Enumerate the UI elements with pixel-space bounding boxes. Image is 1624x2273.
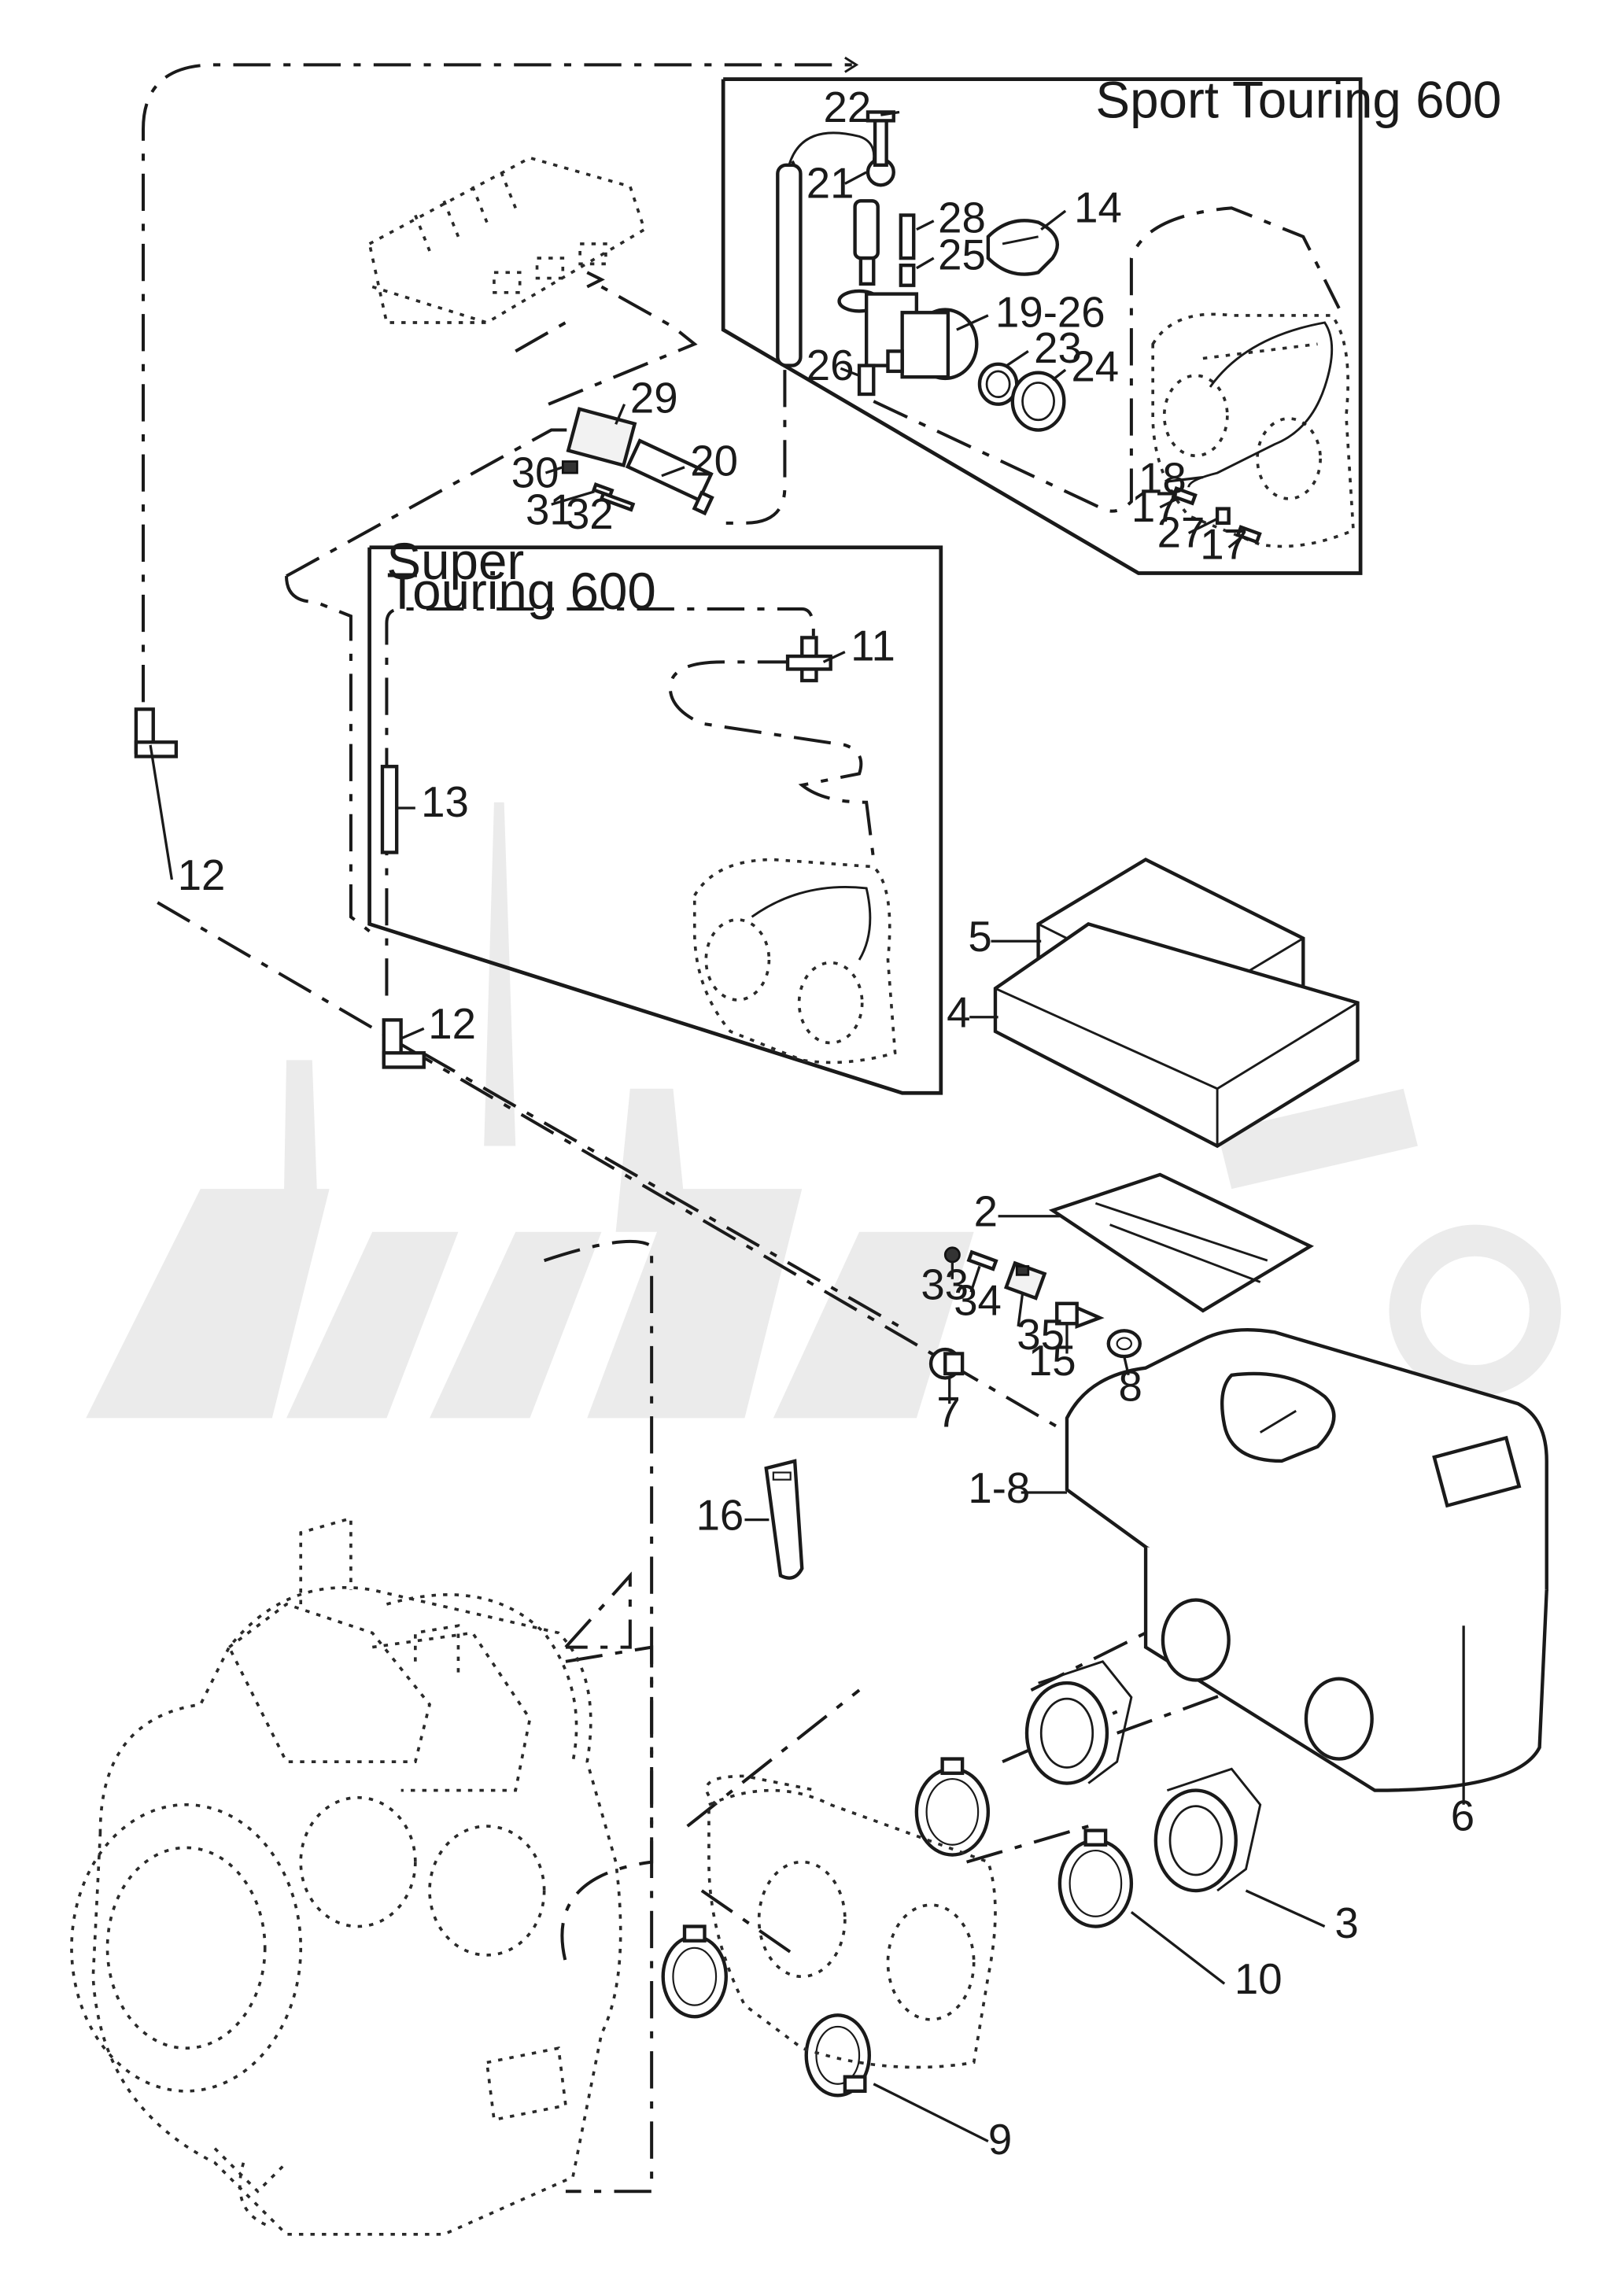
valve-assembly-19-26 — [837, 289, 979, 397]
callout-9: 9 — [988, 2116, 1012, 2164]
ecu-box-sketch — [367, 156, 647, 324]
pin-28-25 — [899, 213, 916, 287]
callout-18: 18 — [1139, 455, 1187, 503]
callout-2: 2 — [974, 1187, 998, 1235]
callout-12a: 12 — [178, 851, 226, 899]
callout-30: 30 — [511, 448, 559, 496]
spark-plug-cap-wire — [776, 131, 895, 367]
callout-13: 13 — [421, 778, 469, 826]
boot-3a — [1024, 1660, 1133, 1785]
clamp-10b — [1057, 1828, 1134, 1928]
callout-leaders — [149, 110, 1465, 2142]
super-engine-sketch — [692, 858, 897, 1065]
callout-4: 4 — [947, 988, 970, 1036]
callout-31: 31 — [526, 486, 574, 534]
plate-2 — [1048, 1172, 1315, 1313]
callout-8: 8 — [1119, 1363, 1142, 1411]
super-touring-frame — [367, 545, 943, 1095]
callout-19-26: 19-26 — [995, 288, 1105, 336]
clamp-9a — [661, 1924, 728, 2019]
elbow-12a — [134, 707, 179, 758]
connector-30-31-32 — [561, 460, 636, 512]
callout-5: 5 — [968, 913, 991, 961]
clamp-10a — [914, 1757, 991, 1857]
callout-1-8: 1-8 — [968, 1464, 1030, 1512]
callout-10: 10 — [1235, 1955, 1283, 2003]
sensor-29-20 — [566, 407, 714, 516]
sport-engine-sketch — [1151, 312, 1355, 548]
hose-13 — [380, 765, 399, 854]
sport-touring-title: Sport Touring 600 — [1095, 72, 1501, 129]
callout-34: 34 — [954, 1276, 1002, 1324]
filter-frame-4 — [993, 922, 1360, 1149]
callout-21: 21 — [806, 160, 854, 208]
callout-17b: 17 — [1200, 520, 1248, 568]
callout-11: 11 — [851, 622, 895, 670]
watermark-logo — [86, 802, 1561, 1419]
callout-28: 28 — [938, 194, 986, 242]
hose-routing-lines — [142, 57, 1341, 2194]
boot-3b — [1153, 1767, 1262, 1893]
bolt-22 — [866, 110, 895, 167]
callout-29: 29 — [630, 375, 678, 422]
grommet-24 — [1010, 371, 1066, 432]
airbox-1-8 — [1065, 1327, 1548, 1792]
super-touring-title-2: Touring 600 — [386, 563, 655, 620]
callout-26: 26 — [806, 341, 854, 389]
callout-27: 27 — [1157, 509, 1205, 557]
nut-33 — [943, 1246, 961, 1264]
callout-35: 35 — [1017, 1311, 1065, 1359]
callout-12b: 12 — [428, 1000, 476, 1048]
callout-23: 23 — [1034, 324, 1082, 372]
callout-14: 14 — [1074, 184, 1122, 232]
callout-17a: 17 — [1131, 483, 1179, 531]
plug-7 — [928, 1347, 965, 1380]
callout-16: 16 — [696, 1491, 744, 1539]
callout-22: 22 — [824, 83, 872, 131]
grommet-8 — [1106, 1329, 1142, 1359]
engine-sketch — [70, 1516, 622, 2236]
screw-34 — [966, 1249, 998, 1271]
strap-16 — [764, 1459, 804, 1580]
callout-24: 24 — [1071, 343, 1119, 391]
clip-14 — [986, 219, 1060, 276]
callout-7: 7 — [936, 1388, 960, 1436]
callout-3: 3 — [1334, 1899, 1358, 1947]
sensor-35 — [1003, 1260, 1047, 1301]
o-ring-23 — [977, 362, 1019, 406]
clamp-9b — [804, 2013, 871, 2098]
fitting-15 — [1055, 1301, 1105, 1330]
callout-20: 20 — [690, 437, 738, 485]
callout-6: 6 — [1451, 1792, 1475, 1840]
callout-25: 25 — [938, 231, 986, 279]
sport-touring-frame — [721, 77, 1363, 575]
carburetor-sketch — [705, 1774, 997, 2069]
elbow-12b — [382, 1018, 426, 1069]
t-fitting-11 — [785, 636, 832, 683]
super-touring-title-1: Super — [386, 533, 524, 590]
callout-33: 33 — [921, 1260, 969, 1308]
callout-32: 32 — [566, 490, 614, 538]
callout-15: 15 — [1028, 1337, 1076, 1385]
